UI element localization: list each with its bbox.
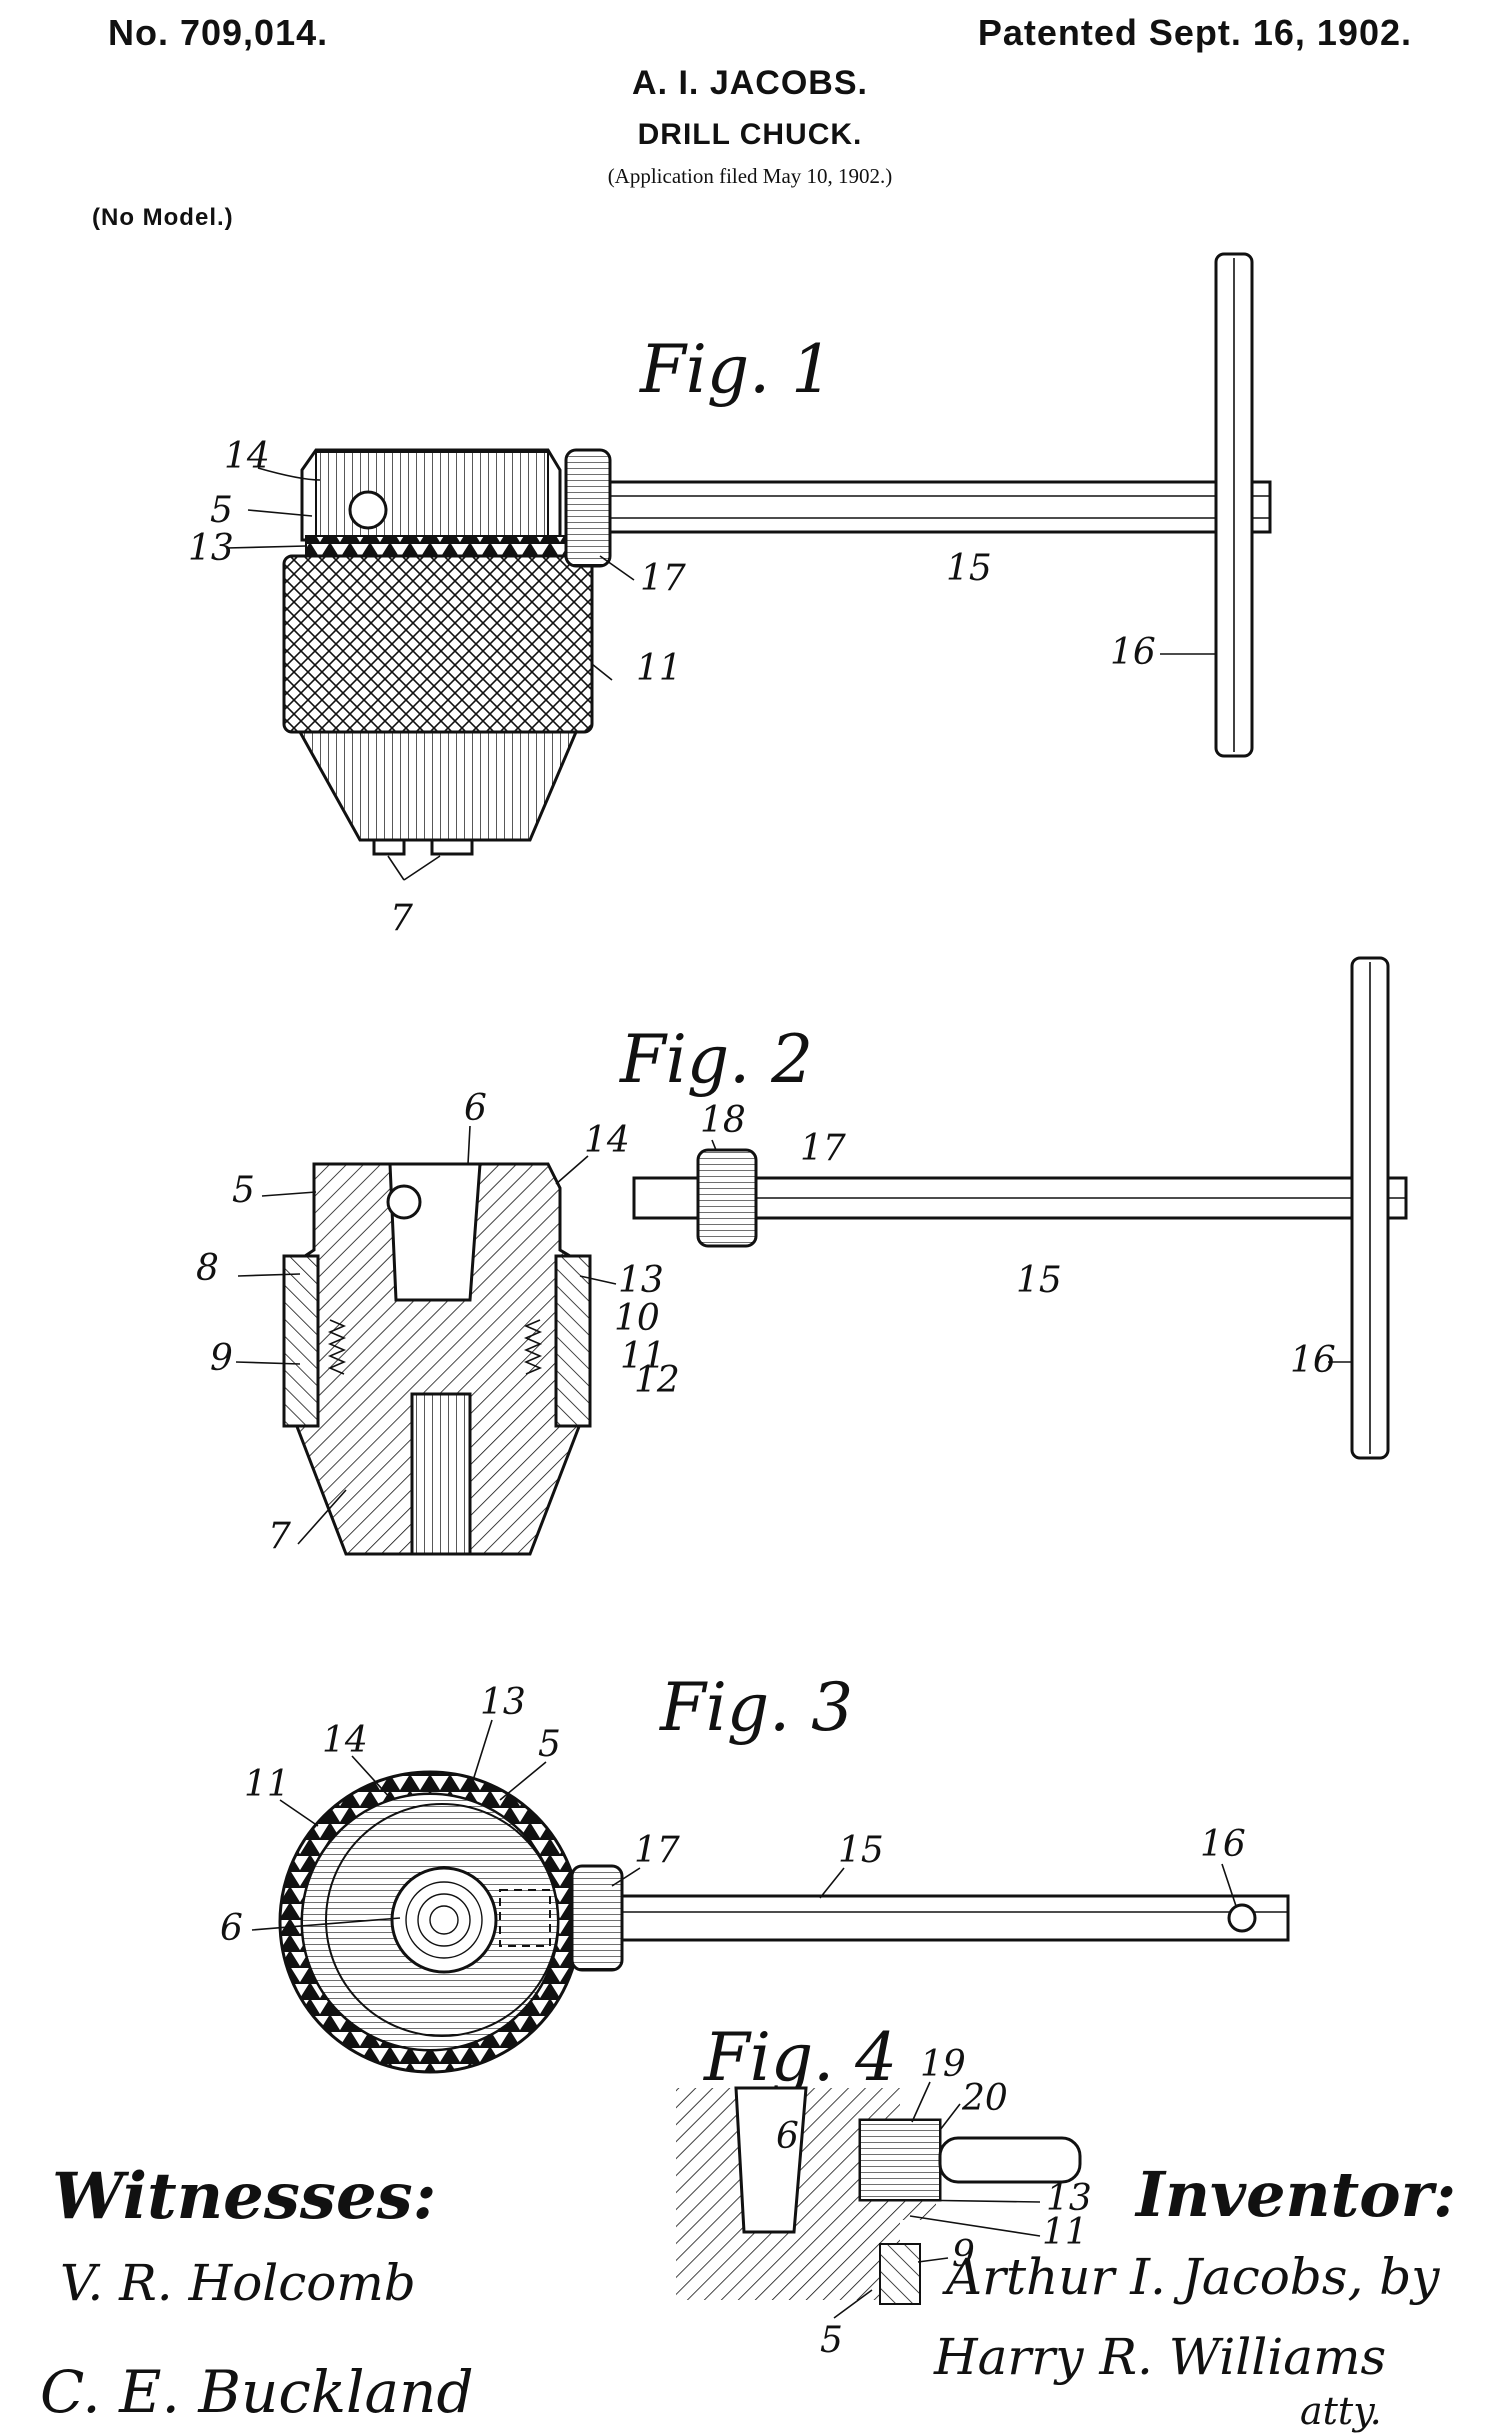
figure-1: Fig. 1 14 5 13 17 15 11 16 7: [188, 252, 1272, 939]
fig2-ref: 12: [634, 1360, 680, 1401]
fig4-key-shaft: [938, 2136, 1082, 2184]
patent-number: No. 709,014.: [108, 12, 329, 53]
fig1-knurled-sleeve: [282, 554, 594, 734]
fig2-ref: 17: [800, 1128, 846, 1169]
figure-4: Fig. 4 19 20 6 13 11 9 5: [676, 2019, 1092, 2361]
fig3-ref: 5: [538, 1724, 561, 1765]
fig3-handle-hole: [1227, 1903, 1257, 1933]
attorney-abbrev: atty.: [1300, 2389, 1382, 2433]
fig3-ref: 11: [244, 1764, 290, 1805]
fig1-key-shaft: [608, 480, 1272, 534]
fig2-ref: 18: [700, 1100, 746, 1141]
fig4-ref: 9: [952, 2234, 975, 2275]
patented-date: Patented Sept. 16, 1902.: [977, 12, 1412, 53]
fig4-bore: [734, 2086, 808, 2234]
fig1-key-pinion: [564, 448, 612, 568]
fig3-ref: 15: [838, 1830, 884, 1871]
fig2-key-pinion: [696, 1148, 758, 1248]
fig1-ref: 14: [224, 436, 270, 477]
fig3-label: Fig. 3: [659, 1669, 853, 1746]
fig2-ref: 14: [584, 1120, 630, 1161]
figure-3: Fig. 3 13 14 5 11 17 15 16 6: [220, 1669, 1290, 2074]
witnesses-label: Witnesses:: [52, 2159, 436, 2234]
fig2-ref: 7: [268, 1516, 291, 1557]
fig4-ref: 20: [961, 2078, 1008, 2119]
fig1-ref: 7: [390, 898, 413, 939]
fig3-ref: 16: [1200, 1824, 1246, 1865]
fig2-ref: 16: [1290, 1340, 1336, 1381]
attorney-signature: Harry R. Williams: [933, 2328, 1386, 2386]
fig2-ref: 15: [1016, 1260, 1062, 1301]
fig2-ref: 5: [232, 1170, 255, 1211]
witness-signature-2: C. E. Buckland: [40, 2358, 474, 2426]
witness-signature-1: V. R. Holcomb: [60, 2254, 416, 2312]
application-filed: (Application filed May 10, 1902.): [607, 164, 893, 188]
inventor-name: A. I. JACOBS.: [632, 64, 868, 102]
model-note: (No Model.): [92, 204, 234, 231]
fig1-label: Fig. 1: [639, 331, 833, 408]
fig1-ref: 5: [210, 490, 233, 531]
fig4-ref: 11: [1042, 2212, 1088, 2253]
fig2-bore: [388, 1162, 482, 1302]
fig4-ref: 5: [820, 2320, 843, 2361]
fig4-label: Fig. 4: [703, 2019, 897, 2096]
fig3-bore: [390, 1866, 498, 1974]
fig1-key-hole: [348, 490, 388, 530]
fig2-sleeve-right: [554, 1254, 592, 1428]
fig3-ref: 13: [480, 1682, 526, 1723]
signature-block: Witnesses: V. R. Holcomb C. E. Buckland …: [40, 2158, 1456, 2433]
fig1-jaw: [372, 838, 406, 856]
fig1-gear-teeth: [305, 535, 597, 557]
fig2-ref: 8: [196, 1248, 219, 1289]
fig4-ref: 19: [920, 2044, 966, 2085]
fig3-key-shaft: [620, 1894, 1290, 1942]
fig1-ref: 16: [1110, 632, 1156, 673]
inventor-label: Inventor:: [1134, 2158, 1456, 2231]
fig2-jaw: [410, 1392, 472, 1556]
fig2-ref: 10: [614, 1298, 660, 1339]
invention-title: DRILL CHUCK.: [637, 118, 863, 151]
fig2-label: Fig. 2: [619, 1021, 813, 1098]
fig1-ref: 17: [640, 558, 686, 599]
fig2-ref: 6: [464, 1088, 487, 1129]
fig4-ref: 13: [1046, 2178, 1092, 2219]
fig3-key-pinion: [570, 1864, 624, 1972]
fig3-ref: 6: [220, 1908, 243, 1949]
fig1-ref: 15: [946, 548, 992, 589]
fig2-ref: 13: [618, 1260, 664, 1301]
inventor-signature: Arthur I. Jacobs, by: [942, 2248, 1440, 2306]
fig3-ref: 17: [634, 1830, 680, 1871]
fig2-ref: 11: [620, 1336, 666, 1377]
fig4-ref: 6: [776, 2116, 799, 2157]
figure-2: Fig. 2 6 14 18 17 5 8 13 10 11 9 12 15 1…: [196, 956, 1408, 1557]
fig2-sleeve-left: [282, 1254, 320, 1428]
fig1-ref: 11: [636, 648, 682, 689]
fig2-ref: 9: [210, 1338, 233, 1379]
fig1-nose: [297, 730, 579, 842]
fig3-ref: 14: [322, 1720, 368, 1761]
